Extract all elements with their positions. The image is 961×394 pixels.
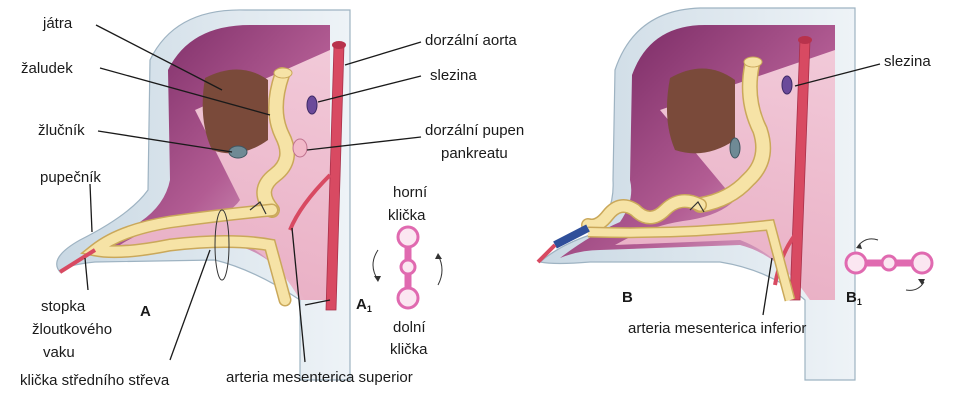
loop-icon-a1 (373, 227, 442, 308)
label-stopka-2: žloutkového (32, 321, 112, 338)
label-pupecnik: pupečník (40, 169, 101, 186)
label-dolni-1: dolní (393, 319, 426, 336)
label-arteria-inferior: arteria mesenterica inferior (628, 320, 806, 337)
label-pupen-2: pankreatu (441, 145, 508, 162)
liver-b (667, 68, 735, 153)
loop-letter-b1: B1 (846, 289, 862, 307)
label-pupen-1: dorzální pupen (425, 122, 524, 139)
rotate-arrow-icon (373, 250, 378, 280)
label-zlucnik: žlučník (38, 122, 85, 139)
label-horni-2: klička (388, 207, 426, 224)
label-zaludek: žaludek (21, 60, 73, 77)
label-stopka-3: vaku (43, 344, 75, 361)
spleen-b (782, 76, 792, 94)
label-dolni-2: klička (390, 341, 428, 358)
label-dorzalni-aorta: dorzální aorta (425, 32, 517, 49)
loop-icon-b1 (846, 239, 932, 290)
figure-letter-a: A (140, 303, 151, 320)
figure-letter-b: B (622, 289, 633, 306)
rotate-arrow-icon-2 (438, 255, 442, 285)
label-jatra: játra (42, 15, 73, 32)
spleen-a (307, 96, 317, 114)
rotate-arrow-icon-b1 (858, 239, 878, 246)
label-klicka-streva: klička středního střeva (20, 372, 170, 389)
label-slezina-a: slezina (430, 67, 477, 84)
label-arteria-superior: arteria mesenterica superior (226, 369, 413, 386)
label-slezina-b: slezina (884, 53, 931, 70)
pancreatic-bud-a (293, 139, 307, 157)
label-stopka-1: stopka (41, 298, 86, 315)
loop-letter-a1: A1 (356, 296, 372, 314)
label-horni-1: horní (393, 184, 428, 201)
gallbladder-b (730, 138, 740, 158)
